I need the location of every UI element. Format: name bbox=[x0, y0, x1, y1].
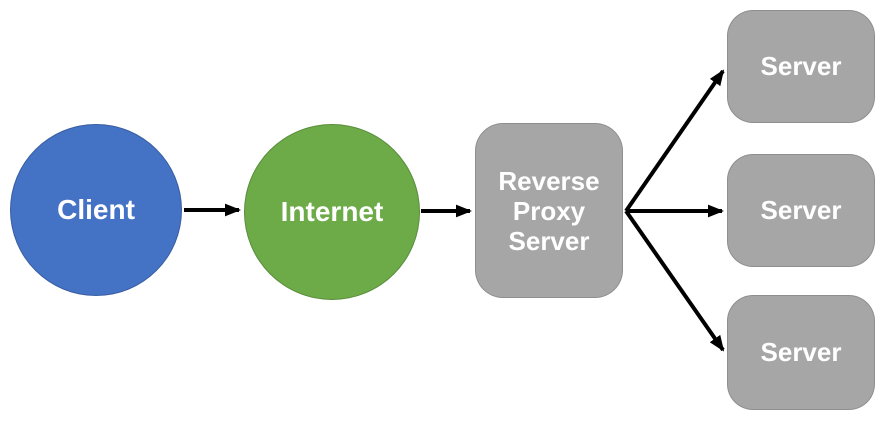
node-server-bottom-label: Server bbox=[760, 337, 842, 367]
node-client-label: Client bbox=[57, 194, 135, 225]
node-reverse-proxy-server: Reverse Proxy Server bbox=[475, 123, 623, 298]
arrow-proxy-server-bottom bbox=[624, 209, 725, 352]
node-reverse-proxy-label-line-1: Reverse bbox=[498, 165, 600, 196]
node-server-middle-label: Server bbox=[760, 195, 842, 225]
node-internet: Internet bbox=[244, 124, 420, 300]
node-reverse-proxy-label-line-2: Proxy bbox=[512, 195, 586, 226]
node-server-bottom: Server bbox=[727, 295, 875, 410]
node-server-middle: Server bbox=[727, 154, 875, 267]
node-server-top: Server bbox=[727, 10, 875, 123]
node-internet-label: Internet bbox=[280, 196, 384, 227]
node-reverse-proxy-label-line-3: Server bbox=[508, 225, 590, 256]
node-server-top-label: Server bbox=[760, 51, 842, 81]
arrow-proxy-server-top bbox=[624, 69, 725, 213]
node-client: Client bbox=[10, 124, 182, 296]
